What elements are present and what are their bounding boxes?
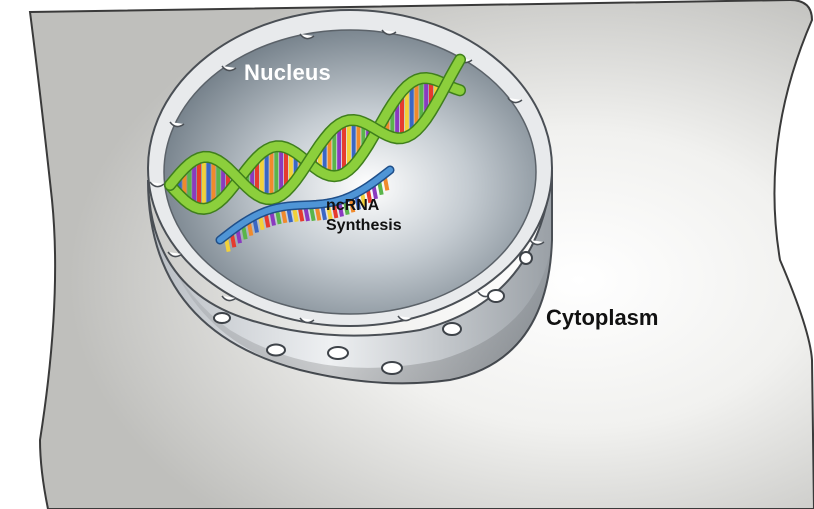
- dna-double-helix: [164, 53, 466, 252]
- nuclear-pores: [213, 251, 533, 375]
- dna-strand: [165, 73, 465, 214]
- nucleus-label: Nucleus: [244, 60, 331, 85]
- nuclear-pore-notches: [149, 29, 545, 324]
- ncrna-label-line1: ncRNA: [326, 197, 380, 214]
- rna-strand: [217, 167, 393, 243]
- ncrna-synthesis-label: ncRNA Synthesis: [326, 196, 402, 236]
- nucleus-wall-shadow: [160, 230, 552, 384]
- cytoplasm-label: Cytoplasm: [546, 305, 659, 330]
- ncrna-label-line2: Synthesis: [326, 217, 402, 234]
- dna-strand: [165, 55, 465, 204]
